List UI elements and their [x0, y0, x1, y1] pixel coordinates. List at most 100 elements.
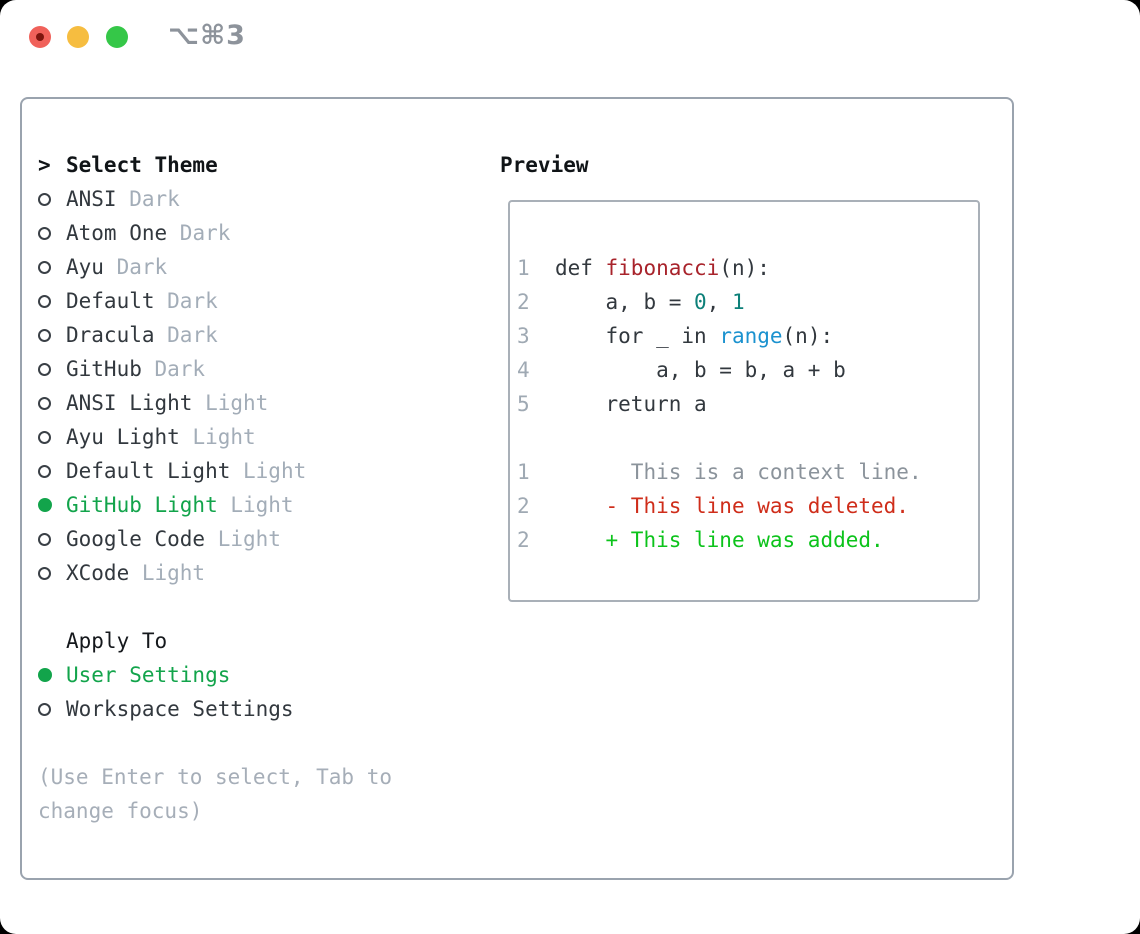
theme-name: Default Light — [66, 459, 231, 483]
theme-option[interactable]: Default Dark — [38, 284, 306, 318]
apply-to-name: User Settings — [66, 663, 231, 687]
line-number: 2 — [517, 290, 530, 314]
radio-icon — [38, 328, 51, 342]
line-number: 2 — [517, 494, 530, 518]
radio-icon — [38, 362, 51, 376]
theme-option[interactable]: Dracula Dark — [38, 318, 306, 352]
code-line: 1 def fibonacci(n): — [517, 251, 978, 285]
line-number: 1 — [517, 460, 530, 484]
window-shortcut-label: ⌥⌘3 — [168, 20, 246, 51]
close-button[interactable] — [29, 26, 51, 48]
code-token: This is a context line. — [529, 460, 922, 484]
radio-icon — [38, 430, 51, 444]
line-number: 2 — [517, 528, 530, 552]
code-line: 5 return a — [517, 387, 978, 421]
line-number: 5 — [517, 392, 530, 416]
radio-icon — [38, 294, 51, 308]
theme-name: GitHub Light — [66, 493, 218, 517]
code-token: (n): — [719, 256, 770, 280]
apply-to-option[interactable]: User Settings — [38, 658, 294, 692]
code-token: + This line was added. — [529, 528, 884, 552]
theme-option[interactable]: Ayu Light Light — [38, 420, 306, 454]
theme-variant: Light — [243, 459, 307, 483]
code-line: 2 - This line was deleted. — [517, 489, 978, 523]
code-token: def — [529, 256, 606, 280]
theme-variant: Light — [192, 425, 256, 449]
theme-variant: Dark — [116, 255, 168, 279]
apply-to-option[interactable]: Workspace Settings — [38, 692, 294, 726]
code-token: a, b = b, a + b — [529, 358, 846, 382]
theme-list-title: Select Theme — [66, 153, 218, 177]
code-line: 3 for _ in range(n): — [517, 319, 978, 353]
theme-name: ANSI Light — [66, 391, 193, 415]
radio-icon — [38, 464, 51, 478]
code-line — [517, 421, 978, 455]
radio-icon — [38, 260, 51, 274]
radio-selected-icon — [38, 668, 52, 682]
code-token: return a — [529, 392, 707, 416]
radio-icon — [38, 532, 51, 546]
theme-option[interactable]: Ayu Dark — [38, 250, 306, 284]
radio-selected-icon — [38, 498, 52, 512]
code-token: for _ in — [529, 324, 720, 348]
theme-name: Atom One — [66, 221, 168, 245]
theme-name: Dracula — [66, 323, 155, 347]
line-number: 3 — [517, 324, 530, 348]
code-token: a, b = — [529, 290, 695, 314]
apply-to-name: Workspace Settings — [66, 697, 294, 721]
radio-icon — [38, 226, 51, 240]
theme-name: Ayu — [66, 255, 104, 279]
code-token: fibonacci — [605, 256, 720, 280]
code-line: 4 a, b = b, a + b — [517, 353, 978, 387]
theme-option[interactable]: Default Light Light — [38, 454, 306, 488]
theme-name: XCode — [66, 561, 130, 585]
theme-option[interactable]: Atom One Dark — [38, 216, 306, 250]
theme-variant: Dark — [179, 221, 231, 245]
apply-to-header: Apply To — [66, 629, 168, 653]
code-line: 1 This is a context line. — [517, 455, 978, 489]
theme-name: Default — [66, 289, 155, 313]
radio-icon — [38, 702, 51, 716]
theme-variant: Light — [141, 561, 206, 585]
zoom-button[interactable] — [106, 26, 128, 48]
code-line: 2 a, b = 0, 1 — [517, 285, 978, 319]
radio-icon — [38, 566, 51, 580]
theme-variant: Dark — [167, 289, 218, 313]
theme-variant: Dark — [167, 323, 218, 347]
code-token: , — [706, 290, 732, 314]
code-token: (n): — [782, 324, 834, 348]
minimize-button[interactable] — [67, 26, 89, 48]
theme-option[interactable]: GitHub Light Light — [38, 488, 306, 522]
theme-variant: Light — [205, 391, 269, 415]
code-token: 1 — [731, 290, 745, 314]
theme-variant: Dark — [154, 357, 206, 381]
theme-option[interactable]: GitHub Dark — [38, 352, 306, 386]
code-token: range — [719, 324, 783, 348]
theme-option[interactable]: XCode Light — [38, 556, 306, 590]
theme-name: Ayu Light — [66, 425, 180, 449]
hint-line-2: change focus) — [38, 799, 203, 823]
code-line: 2 + This line was added. — [517, 523, 978, 557]
line-number: 4 — [517, 358, 530, 382]
code-token: 0 — [694, 290, 707, 314]
code-token: - This line was deleted. — [529, 494, 909, 518]
theme-name: ANSI — [66, 187, 117, 211]
theme-name: GitHub — [66, 357, 142, 381]
theme-variant: Light — [230, 493, 294, 517]
theme-list-header: >Select Theme — [38, 148, 306, 182]
theme-option[interactable]: ANSI Light Light — [38, 386, 306, 420]
radio-icon — [38, 396, 51, 410]
theme-variant: Light — [217, 527, 281, 551]
hint-line-1: (Use Enter to select, Tab to — [38, 765, 393, 789]
titlebar: ⌥⌘3 — [0, 0, 1140, 74]
unsaved-changes-dot-icon — [36, 33, 44, 41]
line-number: 1 — [517, 256, 530, 280]
